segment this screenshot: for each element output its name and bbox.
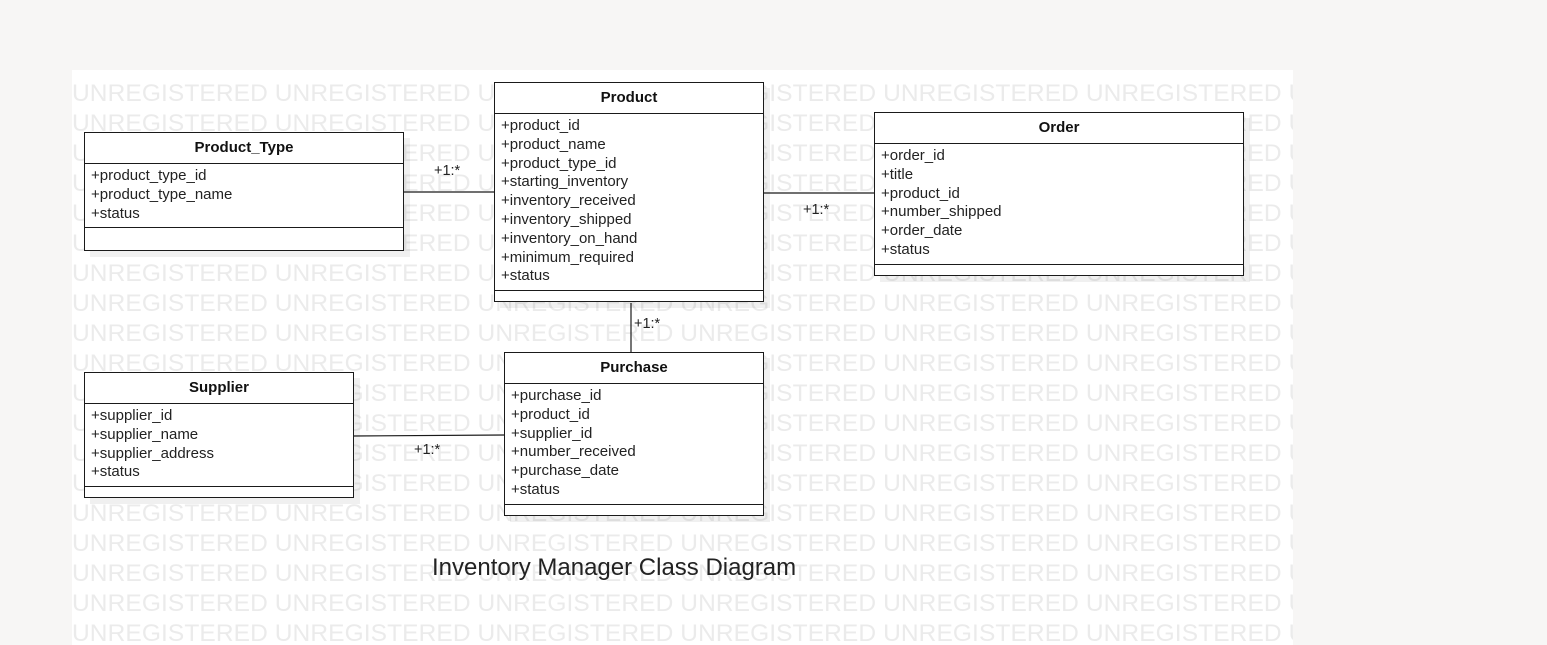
class-supplier[interactable]: Supplier +supplier_id +supplier_name +su… bbox=[84, 372, 354, 499]
attribute: +status bbox=[91, 204, 140, 222]
watermark-line: UNREGISTERED UNREGISTERED UNREGISTERED U… bbox=[72, 620, 1293, 645]
attribute: +status bbox=[501, 267, 550, 285]
watermark-line: UNREGISTERED UNREGISTERED UNREGISTERED U… bbox=[72, 320, 1293, 347]
attribute: +minimum_required bbox=[501, 248, 634, 266]
attribute: +number_shipped bbox=[881, 203, 1002, 221]
multiplicity-supplier-purchase: +1:* bbox=[414, 442, 441, 458]
class-purchase[interactable]: Purchase +purchase_id +product_id +suppl… bbox=[504, 352, 764, 516]
watermark-line: UNREGISTERED UNREGISTERED UNREGISTERED U… bbox=[72, 590, 1293, 617]
attribute: +inventory_shipped bbox=[501, 210, 632, 228]
class-product-type-attributes: +product_type_id +product_type_name +sta… bbox=[85, 164, 403, 229]
attribute: +product_id bbox=[501, 117, 580, 134]
class-order-name: Order bbox=[875, 113, 1243, 144]
attribute: +status bbox=[511, 480, 560, 498]
attribute: +supplier_id bbox=[511, 424, 593, 442]
attribute: +supplier_address bbox=[91, 444, 214, 462]
multiplicity-product-type-product: +1:* bbox=[434, 163, 461, 179]
class-order-operations bbox=[875, 265, 1243, 275]
class-supplier-attributes: +supplier_id +supplier_name +supplier_ad… bbox=[85, 404, 353, 488]
attribute: +product_id bbox=[881, 184, 960, 202]
attribute: +supplier_name bbox=[91, 425, 199, 443]
attribute: +order_id bbox=[881, 147, 945, 164]
class-order-attributes: +order_id +title +product_id +number_shi… bbox=[875, 144, 1243, 265]
class-product-type[interactable]: Product_Type +product_type_id +product_t… bbox=[84, 132, 404, 252]
attribute: +order_date bbox=[881, 222, 963, 240]
attribute: +inventory_received bbox=[501, 192, 636, 210]
class-supplier-name: Supplier bbox=[85, 373, 353, 404]
multiplicity-product-purchase: +1:* bbox=[634, 316, 661, 332]
attribute: +status bbox=[91, 463, 140, 481]
class-product-type-name: Product_Type bbox=[85, 133, 403, 164]
attribute: +title bbox=[881, 165, 914, 183]
attribute: +inventory_on_hand bbox=[501, 229, 638, 247]
attribute: +supplier_id bbox=[91, 407, 173, 424]
attribute: +product_name bbox=[501, 135, 606, 153]
class-purchase-attributes: +purchase_id +product_id +supplier_id +n… bbox=[505, 384, 763, 505]
attribute: +product_type_id bbox=[501, 154, 617, 172]
attribute: +purchase_date bbox=[511, 462, 620, 480]
diagram-title: Inventory Manager Class Diagram bbox=[432, 554, 797, 581]
attribute: +status bbox=[881, 240, 930, 258]
class-purchase-name: Purchase bbox=[505, 353, 763, 384]
attribute: +product_type_name bbox=[91, 185, 233, 203]
class-product-name: Product bbox=[495, 83, 763, 114]
attribute: +product_type_id bbox=[91, 167, 207, 184]
class-order[interactable]: Order +order_id +title +product_id +numb… bbox=[874, 112, 1244, 276]
class-product-operations bbox=[495, 291, 763, 301]
attribute: +number_received bbox=[511, 443, 636, 461]
attribute: +starting_inventory bbox=[501, 173, 629, 191]
multiplicity-product-order: +1:* bbox=[803, 202, 830, 218]
class-product[interactable]: Product +product_id +product_name +produ… bbox=[494, 82, 764, 303]
attribute: +product_id bbox=[511, 405, 590, 423]
class-product-attributes: +product_id +product_name +product_type_… bbox=[495, 114, 763, 292]
class-purchase-operations bbox=[505, 505, 763, 515]
class-supplier-operations bbox=[85, 487, 353, 497]
attribute: +purchase_id bbox=[511, 387, 602, 404]
class-product-type-operations bbox=[85, 228, 403, 250]
